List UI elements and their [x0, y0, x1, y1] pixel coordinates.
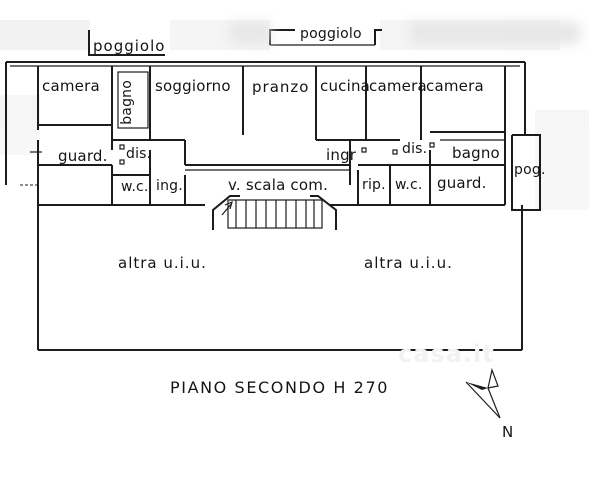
room-label-rip: rip. — [362, 177, 386, 193]
room-label-scala: v. scala com. — [228, 176, 329, 194]
redacted-area — [230, 22, 270, 44]
room-label-dis-left: dis. — [126, 146, 152, 162]
room-label-altra-right: altra u.i.u. — [364, 254, 453, 272]
room-label-altra-left: altra u.i.u. — [118, 254, 207, 272]
room-label-camera-left: camera — [42, 77, 100, 95]
room-label-wc-right: w.c. — [395, 177, 423, 193]
room-label-guard-left: guard. — [58, 147, 108, 165]
room-label-poggiolo-right: poggiolo — [300, 26, 362, 42]
redacted-area — [410, 22, 580, 44]
room-label-soggiorno: soggiorno — [155, 77, 231, 95]
room-label-poggiolo-left: poggiolo — [93, 37, 166, 55]
room-label-cucina: cucina — [320, 77, 371, 95]
room-label-pog: pog. — [514, 162, 546, 178]
room-label-ing: ing. — [156, 178, 183, 194]
room-label-ingr: ingr — [326, 146, 357, 164]
room-label-pranzo: pranzo — [252, 78, 310, 96]
north-label: N — [502, 423, 514, 441]
room-label-wc-left: w.c. — [121, 179, 149, 195]
room-label-camera-mid: camera — [369, 77, 427, 95]
room-label-camera-right: camera — [426, 77, 484, 95]
room-label-bagno-left: bagno — [119, 80, 135, 125]
watermark: casa.it — [398, 340, 495, 368]
room-label-guard-right: guard. — [437, 174, 487, 192]
room-label-dis-right: dis. — [402, 141, 428, 157]
plan-caption: PIANO SECONDO H 270 — [170, 378, 390, 397]
room-label-bagno-right: bagno — [452, 144, 500, 162]
